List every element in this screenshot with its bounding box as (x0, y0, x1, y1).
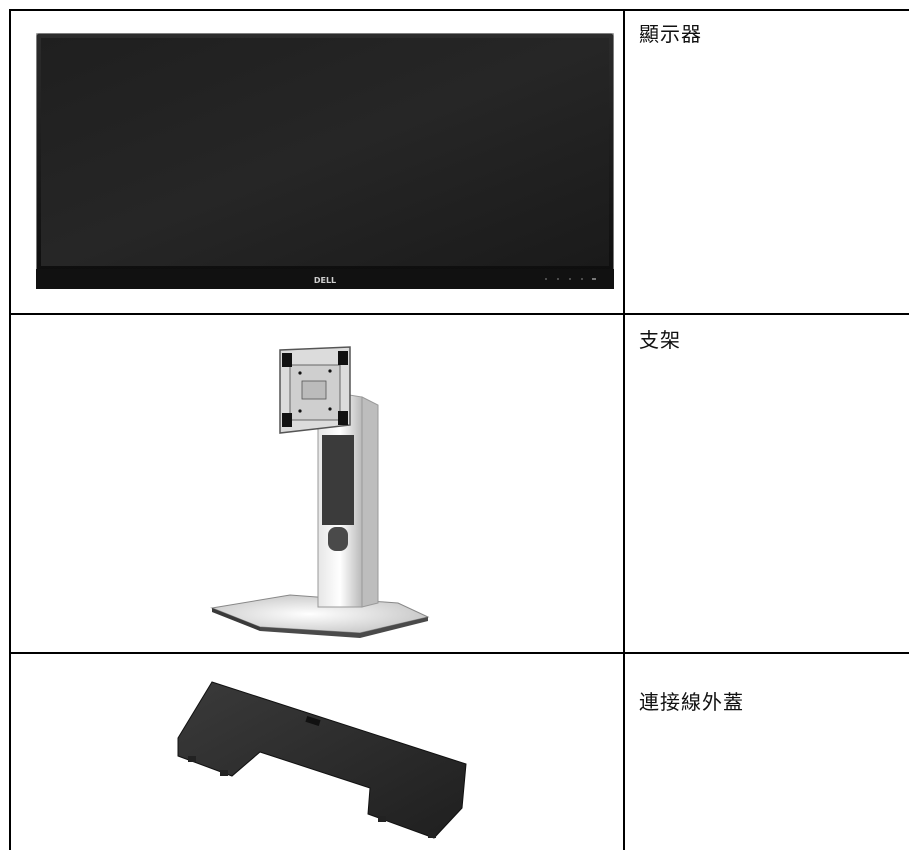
table-top-border (9, 9, 909, 11)
row-divider-2 (9, 652, 909, 654)
monitor-image: DELL (36, 33, 614, 289)
row-label: 支架 (639, 328, 681, 352)
cable-cover-image (177, 681, 467, 839)
row-label: 連接線外蓋 (639, 690, 744, 714)
table-divider (623, 9, 625, 850)
monitor-brand-logo: DELL (314, 276, 336, 285)
row-divider-1 (9, 313, 909, 315)
stand-image (210, 346, 430, 638)
row-label: 顯示器 (639, 22, 702, 46)
table-left-border (9, 9, 11, 850)
monitor-buttons (545, 278, 596, 280)
